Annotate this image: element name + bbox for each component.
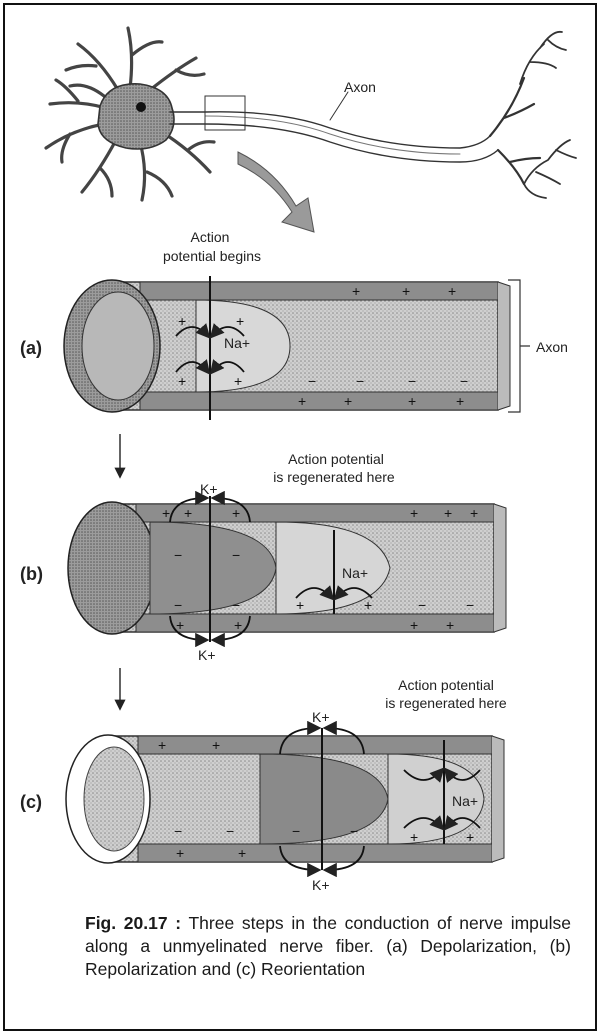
panel-a-bracket-label: Axon xyxy=(536,339,568,355)
svg-text:+: + xyxy=(176,845,184,861)
svg-text:+: + xyxy=(402,283,410,299)
panel-c-ion-k-bottom: K+ xyxy=(312,877,330,893)
svg-text:+: + xyxy=(234,617,242,633)
svg-text:+: + xyxy=(364,597,372,613)
panel-c-ion-na: Na+ xyxy=(452,793,478,809)
panel-c-letter: (c) xyxy=(20,792,42,812)
panel-c-ion-k-top: K+ xyxy=(312,709,330,725)
panel-b-letter: (b) xyxy=(20,564,43,584)
svg-text:−: − xyxy=(418,597,426,613)
neuron-illustration xyxy=(46,28,576,200)
svg-text:+: + xyxy=(234,373,242,389)
panel-a: Action potential begins Na+ + + + + + + + − −… xyxy=(20,229,568,420)
panel-a-bracket xyxy=(508,280,530,412)
panel-c-note-line-1: Action potential xyxy=(398,677,494,693)
svg-text:+: + xyxy=(232,505,240,521)
panel-b-ion-na: Na+ xyxy=(342,565,368,581)
svg-text:−: − xyxy=(356,373,364,389)
svg-text:+: + xyxy=(176,617,184,633)
svg-text:+: + xyxy=(470,505,478,521)
figure-caption: Fig. 20.17 : Three steps in the conducti… xyxy=(85,912,571,981)
top-axon-label: Axon xyxy=(344,79,376,95)
panel-a-letter: (a) xyxy=(20,338,42,358)
svg-text:−: − xyxy=(308,373,316,389)
panel-b-note-line-1: Action potential xyxy=(288,451,384,467)
svg-text:+: + xyxy=(298,393,306,409)
svg-text:+: + xyxy=(410,505,418,521)
svg-text:+: + xyxy=(410,617,418,633)
svg-text:−: − xyxy=(460,373,468,389)
svg-text:+: + xyxy=(162,505,170,521)
zoom-arrow xyxy=(238,152,314,232)
panel-b-ion-k-bottom: K+ xyxy=(198,647,216,663)
svg-text:+: + xyxy=(466,829,474,845)
svg-text:+: + xyxy=(448,283,456,299)
panel-b-note-line-2: is regenerated here xyxy=(273,469,395,485)
svg-text:+: + xyxy=(212,737,220,753)
panel-b-end-cap xyxy=(68,502,156,634)
svg-text:+: + xyxy=(158,737,166,753)
svg-text:+: + xyxy=(296,597,304,613)
svg-text:−: − xyxy=(232,597,240,613)
panel-a-note-line-2: potential begins xyxy=(163,248,261,264)
svg-text:−: − xyxy=(226,823,234,839)
svg-text:−: − xyxy=(466,597,474,613)
svg-text:+: + xyxy=(408,393,416,409)
svg-text:+: + xyxy=(236,313,244,329)
panel-b: Action potential is regenerated here K+ … xyxy=(20,451,506,663)
svg-text:−: − xyxy=(174,547,182,563)
svg-text:+: + xyxy=(238,845,246,861)
panel-c: Action potential is regenerated here K+ … xyxy=(20,677,507,893)
svg-text:+: + xyxy=(178,373,186,389)
cell-body xyxy=(98,84,174,149)
svg-text:+: + xyxy=(178,313,186,329)
svg-text:−: − xyxy=(350,823,358,839)
svg-text:+: + xyxy=(446,617,454,633)
svg-text:+: + xyxy=(456,393,464,409)
panel-c-note-line-2: is regenerated here xyxy=(385,695,507,711)
svg-text:+: + xyxy=(444,505,452,521)
svg-text:−: − xyxy=(174,823,182,839)
svg-text:−: − xyxy=(174,597,182,613)
svg-text:+: + xyxy=(410,829,418,845)
panel-a-ion-na: Na+ xyxy=(224,335,250,351)
svg-text:+: + xyxy=(184,505,192,521)
caption-fig-number: Fig. 20.17 : xyxy=(85,913,181,933)
svg-text:+: + xyxy=(344,393,352,409)
svg-text:−: − xyxy=(232,547,240,563)
svg-text:−: − xyxy=(408,373,416,389)
panel-a-note-line-1: Action xyxy=(191,229,230,245)
panel-b-ion-k-top: K+ xyxy=(200,481,218,497)
svg-text:−: − xyxy=(292,823,300,839)
nucleus xyxy=(136,102,146,112)
panel-a-axon-tube xyxy=(110,282,498,410)
svg-text:+: + xyxy=(352,283,360,299)
